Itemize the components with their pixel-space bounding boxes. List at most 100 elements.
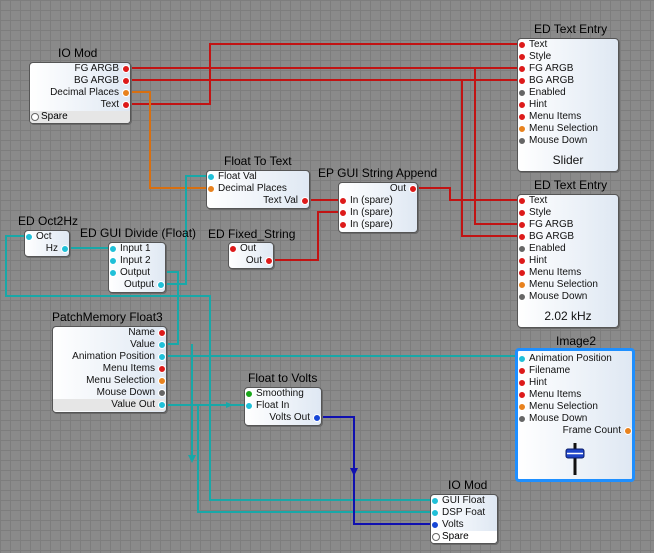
port-value-out[interactable]: Value Out bbox=[53, 399, 166, 411]
io-mod-bottom[interactable]: GUI Float DSP Foat Volts Spare bbox=[430, 494, 498, 544]
port-label: Menu Selection bbox=[529, 401, 598, 412]
port-dot bbox=[518, 403, 526, 411]
port-label: Hint bbox=[529, 99, 547, 110]
port-dot bbox=[518, 391, 526, 399]
slider-knob-icon[interactable] bbox=[564, 441, 586, 477]
port-label: Input 2 bbox=[120, 255, 151, 266]
port-mouse-down[interactable]: Mouse Down bbox=[518, 291, 587, 303]
port-dot bbox=[518, 415, 526, 423]
port-enabled[interactable]: Enabled bbox=[518, 87, 566, 99]
port-label: BG ARGB bbox=[73, 75, 119, 86]
port-label: Menu Selection bbox=[529, 123, 598, 134]
text-entry-2-title: ED Text Entry bbox=[534, 178, 608, 192]
port-animation-position[interactable]: Animation Position bbox=[53, 351, 166, 363]
float-to-text[interactable]: Float Val Decimal Places Text Val bbox=[206, 170, 310, 209]
port-dot bbox=[122, 65, 130, 73]
port-out-in[interactable]: Out bbox=[229, 243, 256, 255]
port-hint[interactable]: Hint bbox=[518, 255, 547, 267]
port-text[interactable]: Text bbox=[518, 195, 547, 207]
port-oct[interactable]: Oct bbox=[25, 231, 52, 243]
port-spare[interactable]: Spare bbox=[30, 111, 130, 123]
port-fg-argb[interactable]: FG ARGB bbox=[518, 219, 573, 231]
port-dot bbox=[431, 521, 439, 529]
port-in-spare-2[interactable]: In (spare) bbox=[339, 207, 393, 219]
ed-gui-divide[interactable]: Input 1 Input 2 Output Output bbox=[108, 242, 166, 293]
port-output[interactable]: Output bbox=[109, 279, 165, 291]
port-dot bbox=[518, 65, 526, 73]
port-hint[interactable]: Hint bbox=[518, 99, 547, 111]
port-menu-selection[interactable]: Menu Selection bbox=[53, 375, 166, 387]
port-hz[interactable]: Hz bbox=[25, 243, 69, 255]
port-in-spare-1[interactable]: In (spare) bbox=[339, 195, 393, 207]
port-label: Hz bbox=[45, 243, 58, 254]
port-dot bbox=[518, 113, 526, 121]
port-output-in[interactable]: Output bbox=[109, 267, 150, 279]
port-mouse-down[interactable]: Mouse Down bbox=[53, 387, 166, 399]
port-style[interactable]: Style bbox=[518, 51, 551, 63]
port-dsp-foat[interactable]: DSP Foat bbox=[431, 507, 485, 519]
port-out[interactable]: Out bbox=[339, 183, 417, 195]
port-text-val[interactable]: Text Val bbox=[207, 195, 309, 207]
port-filename[interactable]: Filename bbox=[518, 365, 570, 377]
port-fg-argb[interactable]: FG ARGB bbox=[30, 63, 130, 75]
image2[interactable]: Animation Position Filename Hint Menu It… bbox=[515, 348, 635, 482]
port-label: Enabled bbox=[529, 243, 566, 254]
ed-fixed-string[interactable]: Out Out bbox=[228, 242, 274, 269]
port-volts-out[interactable]: Volts Out bbox=[245, 412, 321, 424]
port-float-in[interactable]: Float In bbox=[245, 400, 289, 412]
float-to-volts[interactable]: Smoothing Float In Volts Out bbox=[244, 387, 322, 426]
port-enabled[interactable]: Enabled bbox=[518, 243, 566, 255]
port-fg-argb[interactable]: FG ARGB bbox=[518, 63, 573, 75]
port-mouse-down[interactable]: Mouse Down bbox=[518, 413, 587, 425]
port-menu-selection[interactable]: Menu Selection bbox=[518, 279, 598, 291]
wire-append-out-to-text-entry2 bbox=[414, 187, 519, 201]
port-hint[interactable]: Hint bbox=[518, 377, 547, 389]
port-mouse-down[interactable]: Mouse Down bbox=[518, 135, 587, 147]
port-text[interactable]: Text bbox=[30, 99, 130, 111]
port-text[interactable]: Text bbox=[518, 39, 547, 51]
port-out[interactable]: Out bbox=[229, 255, 273, 267]
port-dot bbox=[158, 401, 166, 409]
port-bg-argb[interactable]: BG ARGB bbox=[30, 75, 130, 87]
port-in-spare-3[interactable]: In (spare) bbox=[339, 219, 393, 231]
port-label: Menu Items bbox=[529, 111, 582, 122]
port-bg-argb[interactable]: BG ARGB bbox=[518, 75, 574, 87]
port-menu-selection[interactable]: Menu Selection bbox=[518, 123, 598, 135]
port-float-val[interactable]: Float Val bbox=[207, 171, 257, 183]
port-input-1[interactable]: Input 1 bbox=[109, 243, 151, 255]
port-menu-selection[interactable]: Menu Selection bbox=[518, 401, 598, 413]
port-dot bbox=[339, 209, 347, 217]
port-menu-items[interactable]: Menu Items bbox=[518, 389, 581, 401]
port-dot bbox=[122, 101, 130, 109]
wire-decimal-places bbox=[127, 91, 208, 189]
port-frame-count[interactable]: Frame Count bbox=[518, 425, 632, 437]
float-to-text-title: Float To Text bbox=[224, 154, 292, 168]
port-style[interactable]: Style bbox=[518, 207, 551, 219]
port-spare[interactable]: Spare bbox=[431, 531, 497, 543]
port-name[interactable]: Name bbox=[53, 327, 166, 339]
port-label: Text bbox=[529, 195, 548, 206]
io-mod-top[interactable]: FG ARGB BG ARGB Decimal Places Text Spar… bbox=[29, 62, 131, 124]
port-animation-position[interactable]: Animation Position bbox=[518, 353, 612, 365]
port-menu-items[interactable]: Menu Items bbox=[53, 363, 166, 375]
port-menu-items[interactable]: Menu Items bbox=[518, 111, 581, 123]
port-label: Menu Selection bbox=[529, 279, 598, 290]
ed-oct2hz[interactable]: Oct Hz bbox=[24, 230, 70, 257]
port-decimal-places[interactable]: Decimal Places bbox=[207, 183, 287, 195]
port-dot bbox=[207, 185, 215, 193]
port-value[interactable]: Value bbox=[53, 339, 166, 351]
port-bg-argb[interactable]: BG ARGB bbox=[518, 231, 574, 243]
port-label: Hint bbox=[529, 377, 547, 388]
ed-text-entry-1[interactable]: Text Style FG ARGB BG ARGB Enabled Hint … bbox=[517, 38, 619, 172]
port-input-2[interactable]: Input 2 bbox=[109, 255, 151, 267]
ed-text-entry-2[interactable]: Text Style FG ARGB BG ARGB Enabled Hint … bbox=[517, 194, 619, 328]
port-smoothing[interactable]: Smoothing bbox=[245, 388, 304, 400]
port-decimal-places[interactable]: Decimal Places bbox=[30, 87, 130, 99]
port-gui-float[interactable]: GUI Float bbox=[431, 495, 485, 507]
patchmemory-float3[interactable]: Name Value Animation Position Menu Items… bbox=[52, 326, 167, 413]
port-label: Out bbox=[240, 243, 257, 254]
port-menu-items[interactable]: Menu Items bbox=[518, 267, 581, 279]
ep-gui-string-append[interactable]: Out In (spare) In (spare) In (spare) bbox=[338, 182, 418, 233]
port-volts[interactable]: Volts bbox=[431, 519, 464, 531]
port-dot bbox=[158, 329, 166, 337]
